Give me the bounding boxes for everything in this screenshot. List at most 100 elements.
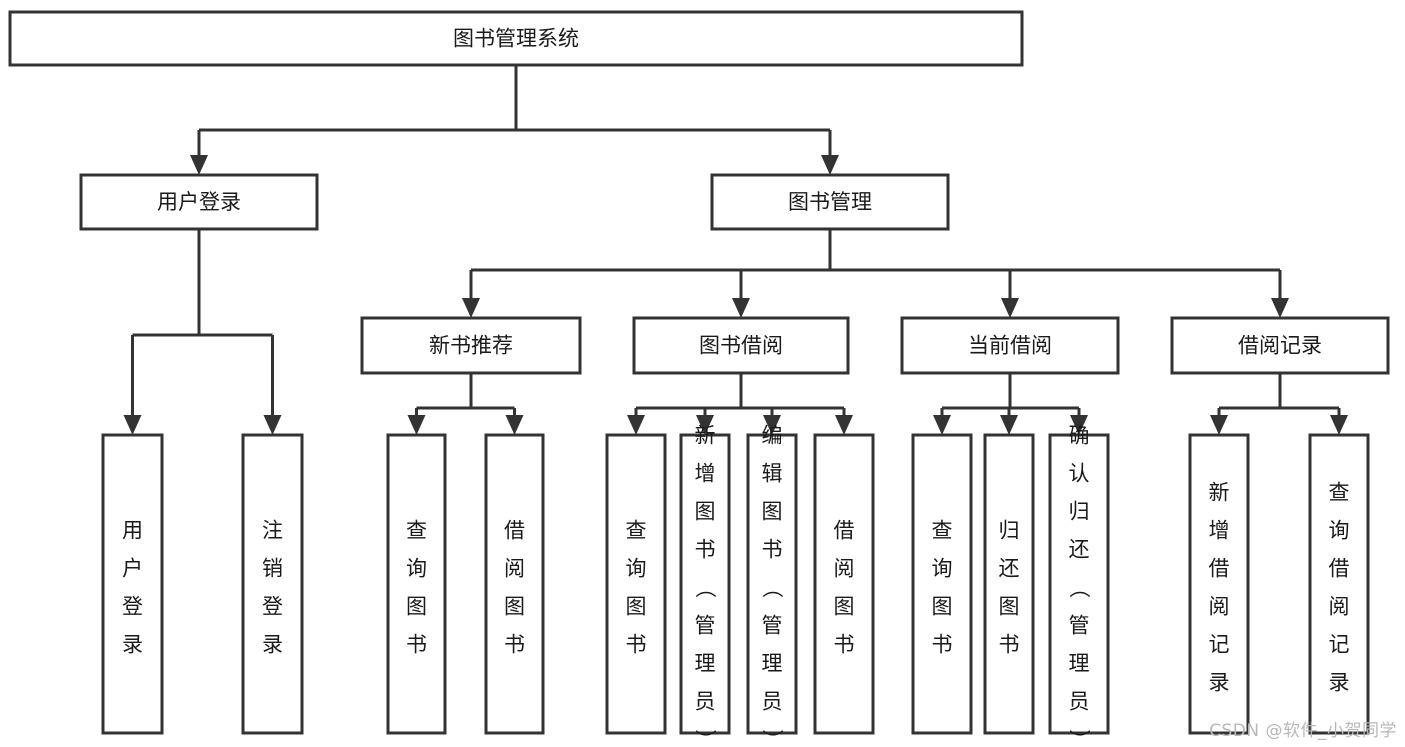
svg-text:新: 新 <box>695 424 716 448</box>
arrow-head-user-0 <box>123 415 142 435</box>
arrow-head-record-0 <box>1210 415 1228 435</box>
svg-text:借: 借 <box>834 519 855 543</box>
svg-text:询: 询 <box>1329 519 1350 543</box>
svg-text:归: 归 <box>1069 500 1090 524</box>
svg-text:增: 增 <box>1209 519 1230 543</box>
svg-text:登: 登 <box>122 595 143 619</box>
svg-text:阅: 阅 <box>1209 595 1230 619</box>
node-leaf-7[interactable] <box>813 433 875 735</box>
node-leaf-6[interactable] <box>746 433 798 735</box>
svg-text:户: 户 <box>122 557 143 581</box>
arrow-head-newbook-1 <box>505 415 524 435</box>
node-level1-label-1: 图书管理 <box>788 190 872 214</box>
node-leaf-4[interactable] <box>605 433 667 735</box>
svg-text:登: 登 <box>262 595 283 619</box>
svg-text:用: 用 <box>122 519 143 543</box>
svg-text:录: 录 <box>262 633 283 657</box>
csdn-watermark: CSDN @软件_小贺同学 <box>1209 721 1397 741</box>
node-level1-0[interactable] <box>79 173 319 231</box>
svg-text:销: 销 <box>262 557 283 581</box>
connector-lines <box>123 65 1348 435</box>
arrow-head-record-1 <box>1330 415 1348 435</box>
node-leaf-5[interactable] <box>679 433 731 735</box>
svg-text:新: 新 <box>1209 481 1230 505</box>
svg-text:员: 员 <box>762 690 783 714</box>
svg-text:管: 管 <box>762 614 783 638</box>
svg-text:还: 还 <box>1069 538 1090 562</box>
arrow-head-book-3 <box>1271 298 1289 318</box>
node-level2-2[interactable] <box>900 316 1120 375</box>
svg-text:查: 查 <box>626 519 647 543</box>
node-level2-label-2: 当前借阅 <box>968 334 1052 358</box>
node-leaf-2[interactable] <box>386 433 447 735</box>
svg-text:）: ） <box>760 729 784 747</box>
svg-text:阅: 阅 <box>834 557 855 581</box>
node-level2-label-1: 图书借阅 <box>699 334 783 358</box>
arrow-head-book-0 <box>462 298 480 318</box>
node-level2-label-3: 借阅记录 <box>1238 334 1322 358</box>
arrow-head-borrow-2 <box>763 415 781 435</box>
node-leaf-8[interactable] <box>911 433 973 735</box>
svg-text:录: 录 <box>1209 671 1230 695</box>
node-leaf-1[interactable] <box>241 433 304 735</box>
node-level2-3[interactable] <box>1170 316 1390 375</box>
svg-text:）: ） <box>693 729 717 747</box>
arrow-head-root-0 <box>190 155 208 175</box>
node-leaf-label-0: 用户登录 <box>122 519 143 657</box>
node-level1-label-0: 用户登录 <box>157 190 241 214</box>
node-root-system[interactable] <box>8 10 1024 67</box>
svg-text:图: 图 <box>762 500 783 524</box>
node-level1-1[interactable] <box>710 173 950 231</box>
svg-text:书: 书 <box>762 538 783 562</box>
node-level2-1[interactable] <box>632 316 850 375</box>
arrow-head-book-1 <box>732 298 750 318</box>
svg-text:图: 图 <box>504 595 525 619</box>
svg-text:查: 查 <box>932 519 953 543</box>
svg-text:书: 书 <box>406 633 427 657</box>
node-leaf-10[interactable] <box>1048 433 1110 735</box>
node-boxes: 图书管理系统用户登录图书管理新书推荐图书借阅当前借阅借阅记录用户登录注销登录查询… <box>8 10 1390 747</box>
node-leaf-12[interactable] <box>1308 433 1370 735</box>
svg-text:图: 图 <box>695 500 716 524</box>
svg-text:图: 图 <box>932 595 953 619</box>
arrow-head-borrow-3 <box>835 415 853 435</box>
node-level2-label-0: 新书推荐 <box>429 334 513 358</box>
svg-text:认: 认 <box>1069 462 1090 486</box>
svg-text:员: 员 <box>1069 690 1090 714</box>
node-leaf-0[interactable] <box>101 433 164 735</box>
svg-text:图: 图 <box>834 595 855 619</box>
svg-text:询: 询 <box>626 557 647 581</box>
svg-text:询: 询 <box>406 557 427 581</box>
node-leaf-9[interactable] <box>983 433 1035 735</box>
svg-text:注: 注 <box>262 519 283 543</box>
svg-text:（: （ <box>760 577 784 598</box>
svg-text:询: 询 <box>932 557 953 581</box>
node-level2-0[interactable] <box>360 316 582 375</box>
arrow-head-borrow-1 <box>696 415 714 435</box>
svg-text:记: 记 <box>1329 633 1350 657</box>
svg-text:图: 图 <box>999 595 1020 619</box>
node-leaf-11[interactable] <box>1188 433 1250 735</box>
svg-text:）: ） <box>1067 729 1091 747</box>
svg-text:辑: 辑 <box>762 462 783 486</box>
arrow-head-newbook-0 <box>407 415 426 435</box>
svg-text:录: 录 <box>122 633 143 657</box>
node-root-label: 图书管理系统 <box>453 27 579 51</box>
svg-text:图: 图 <box>626 595 647 619</box>
svg-text:编: 编 <box>762 424 783 448</box>
arrow-head-root-1 <box>821 155 839 175</box>
svg-text:书: 书 <box>999 633 1020 657</box>
svg-text:确: 确 <box>1069 424 1090 448</box>
arrow-head-book-2 <box>1001 298 1019 318</box>
arrow-head-current-1 <box>1000 415 1018 435</box>
node-leaf-3[interactable] <box>484 433 545 735</box>
